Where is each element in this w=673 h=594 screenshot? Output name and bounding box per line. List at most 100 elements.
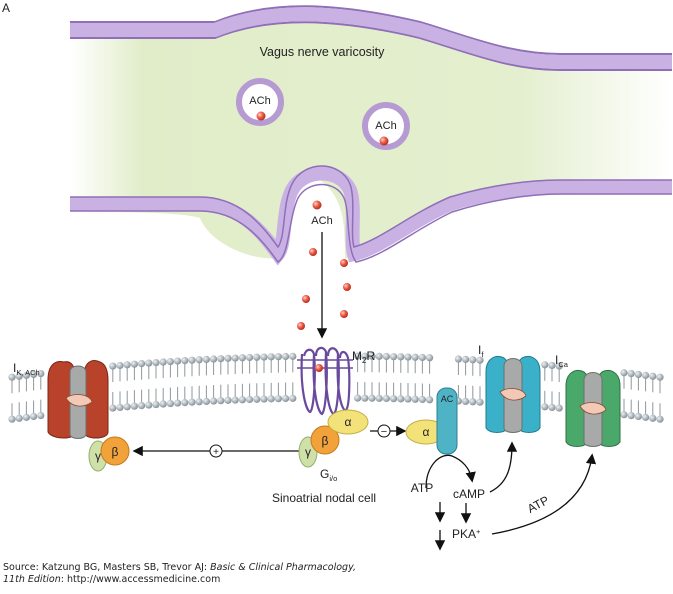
plus-label: + [213, 447, 219, 458]
lipid-head [22, 371, 30, 379]
lipid-head [253, 395, 261, 403]
ica-label: ICa [555, 353, 569, 369]
lipid-head [145, 401, 153, 409]
lipid-head [123, 403, 131, 411]
ach-vesicle-1: ACh [236, 78, 284, 126]
ach-molecule [309, 248, 317, 256]
lipid-head [231, 396, 239, 404]
lipid-head [195, 398, 203, 406]
lipid-head [181, 357, 189, 365]
lipid-head [166, 357, 174, 366]
source-url: : http://www.accessmedicine.com [60, 574, 221, 585]
lipid-head [210, 355, 218, 363]
lipid-head [130, 360, 138, 368]
lipid-head [238, 354, 246, 362]
lipid-head [634, 412, 643, 421]
lipid-head [109, 362, 117, 370]
pka-label: PKA+ [452, 527, 481, 541]
lipid-head [642, 413, 650, 421]
cell-membrane [8, 352, 664, 423]
lipid-head [217, 355, 225, 363]
lipid-head [29, 412, 38, 421]
lipid-head [238, 396, 246, 404]
beta-label: β [322, 434, 329, 448]
lipid-head [138, 360, 146, 368]
lipid-head [656, 373, 664, 381]
m2-receptor [297, 346, 353, 416]
atp-label: ATP [411, 481, 433, 495]
lipid-head [166, 399, 174, 408]
lipid-head [267, 353, 275, 361]
lipid-head [411, 395, 419, 403]
lipid-head [634, 370, 643, 379]
lipid-head [426, 396, 434, 404]
lipid-head [627, 370, 635, 378]
lipid-head [246, 353, 254, 362]
bound-ach-molecule [315, 364, 323, 372]
lipid-head [181, 399, 189, 407]
ach-molecule [379, 136, 389, 146]
lipid-head [253, 353, 261, 361]
source-edition: 11th Edition [3, 574, 61, 585]
adenylyl-cyclase [436, 387, 458, 455]
lipid-head [37, 412, 45, 420]
ik-ach-label: IK, ACh [13, 361, 40, 377]
camp-label: cAMP [453, 487, 485, 501]
lipid-head [138, 402, 146, 410]
lipid-head [656, 415, 664, 423]
lipid-head [260, 353, 268, 361]
lipid-head [555, 404, 563, 412]
pka-to-ica-arrow [491, 453, 597, 535]
lipid-head [548, 361, 556, 370]
lipid-head [130, 402, 138, 410]
lipid-head [476, 356, 484, 364]
minus-sign-icon [377, 424, 391, 438]
minus-label: − [381, 426, 387, 438]
lipid-head [390, 353, 398, 361]
lipid-head [231, 354, 239, 362]
source-citation: Source: Katzung BG, Masters SB, Trevor A… [3, 562, 356, 586]
lipid-head [202, 397, 210, 405]
vagus-label: Vagus nerve varicosity [260, 45, 386, 59]
lipid-head [642, 371, 650, 379]
lipid-head [152, 400, 160, 409]
lipid-head [8, 415, 16, 423]
lipid-head [469, 398, 477, 406]
lipid-head [37, 370, 45, 378]
lipid-head [411, 353, 419, 361]
lipid-head [123, 361, 131, 369]
ach-molecule [312, 200, 322, 210]
lipid-head [282, 394, 290, 403]
lipid-head [354, 352, 362, 360]
camp-to-if-arrow [489, 441, 518, 493]
lipid-head [15, 372, 23, 380]
alpha-label: α [345, 415, 352, 429]
lipid-head [375, 352, 383, 360]
lipid-head [397, 353, 405, 361]
beta-label: β [112, 445, 119, 459]
lipid-head [15, 414, 23, 422]
lipid-head [418, 353, 426, 362]
ac-label: AC [441, 394, 454, 404]
lipid-head [382, 394, 390, 403]
lipid-head [188, 356, 196, 364]
lipid-head [649, 372, 657, 380]
vesicle-ach-label: ACh [249, 95, 270, 107]
lipid-head [289, 394, 297, 402]
lipid-head [202, 355, 210, 363]
beta-subunit-ik [100, 436, 130, 466]
ach-molecule [343, 283, 351, 291]
lipid-head [397, 395, 405, 403]
panel-letter: A [2, 1, 10, 15]
lipid-head [145, 359, 153, 367]
lipid-head [116, 361, 124, 370]
lipid-head [267, 395, 275, 403]
lipid-head [454, 355, 462, 363]
lipid-head [159, 400, 167, 408]
ach-molecule [340, 259, 348, 267]
lipid-head [368, 394, 376, 402]
released-ach-molecules [297, 248, 351, 330]
lipid-head [274, 395, 282, 403]
lipid-head [29, 370, 38, 379]
atp-phosphorylation-label: ATP [525, 493, 551, 516]
